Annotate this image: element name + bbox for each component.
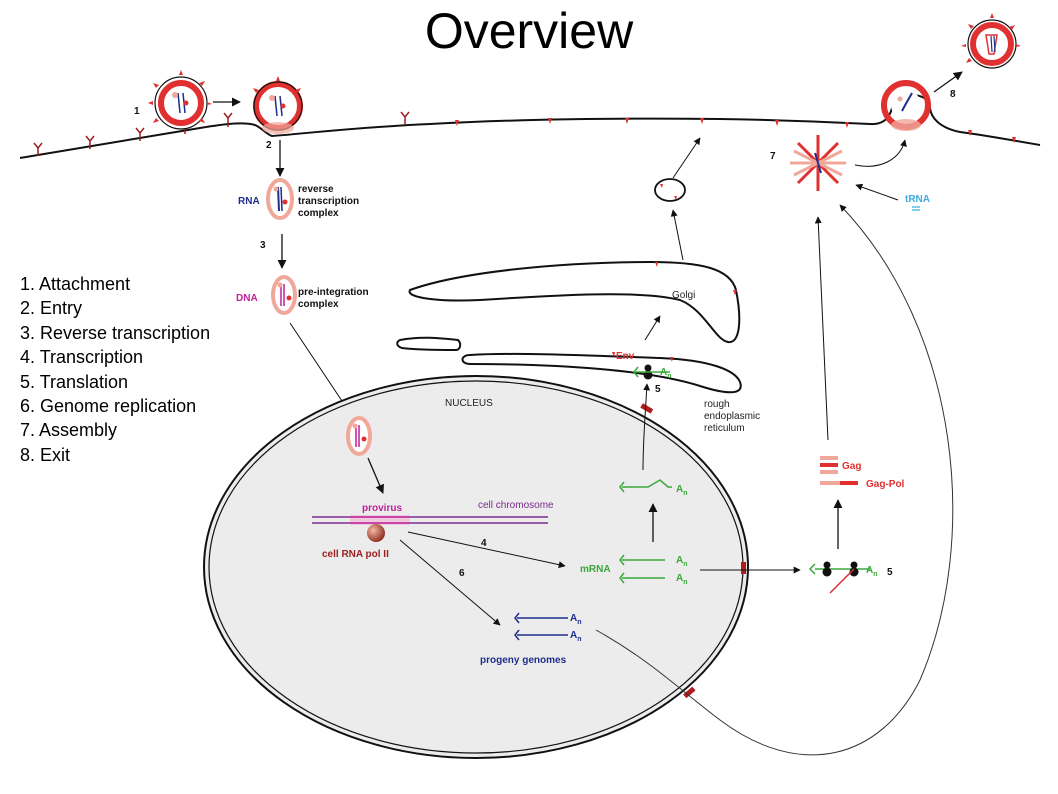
- arrow-genome-to-assembly: [595, 204, 954, 756]
- polya-progeny-1: An: [570, 613, 582, 626]
- label-dna: DNA: [236, 293, 258, 304]
- steps-list: 1. Attachment 2. Entry 3. Reverse transc…: [20, 272, 210, 467]
- label-step1: 1: [134, 106, 140, 117]
- label-step3: 3: [260, 240, 266, 251]
- label-pic-line1: pre-integration: [298, 287, 369, 298]
- reverse-transcription-complex: [266, 178, 294, 220]
- arrow-to-golgi: [644, 315, 661, 341]
- golgi: [408, 260, 741, 344]
- cytoplasmic-ribosome: [808, 561, 870, 594]
- label-provirus: provirus: [362, 503, 402, 514]
- polya-mrna-1: An: [676, 555, 688, 568]
- arrow-golgi-vesicle: [670, 209, 684, 261]
- label-pic-line2: complex: [298, 299, 339, 310]
- label-step5a: 5: [655, 384, 661, 395]
- label-rtc-line1: reverse: [298, 184, 334, 195]
- spliced-mrna: [619, 479, 672, 493]
- pre-integration-complex: [271, 275, 297, 315]
- label-step8: 8: [950, 89, 956, 100]
- label-golgi: Golgi: [672, 290, 695, 301]
- progeny-genome-rna: [514, 612, 568, 641]
- arrow-exit: [933, 71, 963, 93]
- arrow-integration: [367, 457, 384, 494]
- label-cell-chromosome: cell chromosome: [478, 500, 554, 511]
- label-rer-line1: rough: [704, 399, 730, 410]
- step-reverse-transcription: 3. Reverse transcription: [20, 322, 211, 343]
- env-spikes-membrane: [455, 118, 1016, 143]
- assembly-complex: [790, 135, 846, 191]
- label-step4: 4: [481, 538, 487, 549]
- polya-mrna-2: An: [676, 573, 688, 586]
- label-rtc-line3: complex: [298, 208, 339, 219]
- cell-chromosome: [312, 515, 548, 525]
- step-exit: 8. Exit: [20, 444, 71, 465]
- label-step7: 7: [770, 151, 776, 162]
- step-transcription: 4. Transcription: [20, 347, 144, 368]
- page-title: Overview: [424, 3, 634, 59]
- nucleus: [203, 375, 749, 759]
- label-rna: RNA: [238, 196, 260, 207]
- label-step2: 2: [266, 140, 272, 151]
- rna-pol-ii: [367, 524, 385, 542]
- step-genome-replication: 6. Genome replication: [20, 396, 197, 417]
- rough-er: [461, 352, 742, 394]
- step-attachment: 1. Attachment: [20, 274, 131, 294]
- arrow-trna: [855, 183, 899, 201]
- polya-spliced: An: [676, 484, 688, 497]
- receptors: [33, 111, 410, 156]
- label-rer-line3: reticulum: [704, 423, 745, 434]
- golgi-env: [655, 262, 737, 295]
- gag-proteins: [820, 456, 858, 485]
- arrow-vesicle-membrane: [672, 137, 701, 179]
- step-entry: 2. Entry: [20, 298, 83, 319]
- arrow-replication: [399, 539, 501, 626]
- label-nucleus: NUCLEUS: [445, 398, 493, 409]
- arrow-gag-up: [814, 216, 829, 441]
- er-ribosome: [633, 364, 670, 380]
- label-step5b: 5: [887, 567, 893, 578]
- polya-cyto: An: [866, 565, 878, 578]
- arrow-assembly-bud: [854, 139, 907, 167]
- arrow-transcription: [407, 531, 566, 569]
- mrna-transcripts: [619, 554, 665, 584]
- label-rtc-line2: transcription: [298, 196, 359, 207]
- label-rna-pol: cell RNA pol II: [322, 549, 389, 560]
- label-trna: tRNA: [905, 194, 930, 205]
- trna-symbol: [912, 206, 920, 211]
- step-translation: 5. Translation: [20, 371, 129, 392]
- label-gag-pol: Gag-Pol: [866, 479, 905, 490]
- label-gag: Gag: [842, 461, 861, 472]
- label-env: Env: [616, 351, 635, 362]
- polya-er: An: [660, 367, 672, 380]
- label-mrna: mRNA: [580, 564, 611, 575]
- label-progeny: progeny genomes: [480, 655, 567, 666]
- virion-budding: [881, 80, 931, 131]
- virion-fusing: [253, 76, 303, 134]
- step-assembly: 7. Assembly: [20, 420, 118, 441]
- virion-free: [148, 70, 212, 130]
- er-fragment: [396, 336, 462, 352]
- label-step6: 6: [459, 568, 465, 579]
- pic-in-nucleus: [346, 416, 372, 456]
- polya-progeny-2: An: [570, 630, 582, 643]
- arrow-to-nucleus: [289, 322, 349, 411]
- transport-vesicle: [654, 178, 686, 202]
- arrow-to-rer: [642, 383, 651, 471]
- vesicle-env: [660, 184, 677, 200]
- nuclear-pores: [640, 403, 746, 699]
- er-env: [612, 352, 673, 362]
- label-rer-line2: endoplasmic: [704, 411, 760, 422]
- virion-mature: [961, 13, 1021, 69]
